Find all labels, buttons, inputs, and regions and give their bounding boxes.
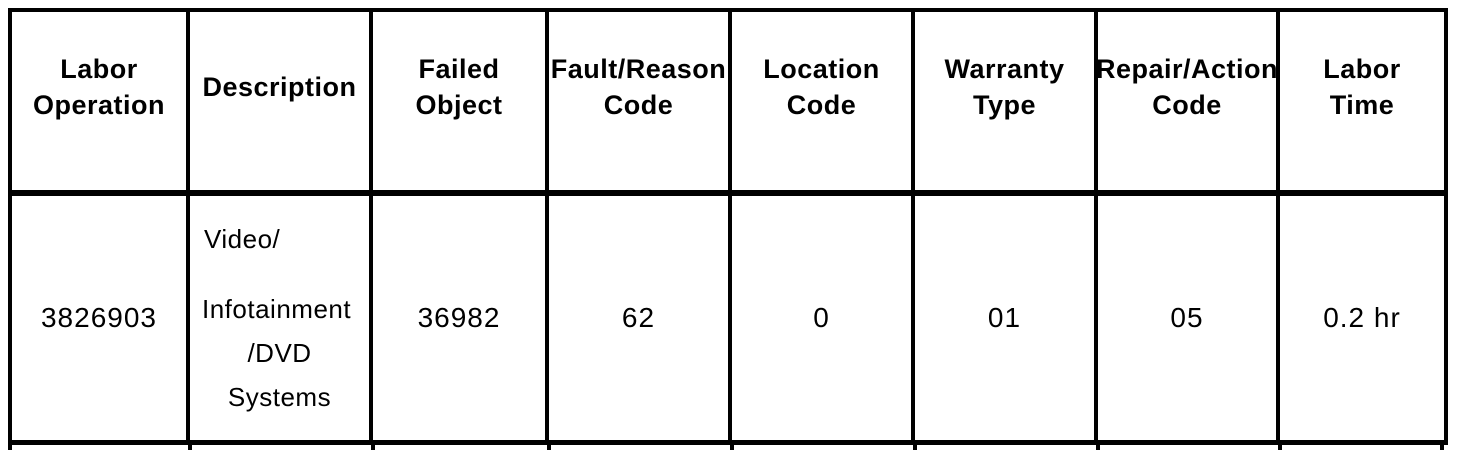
- scan-tick: [1440, 445, 1444, 450]
- cell-repair-action-code: 05: [1098, 196, 1280, 440]
- scan-tick: [730, 445, 734, 450]
- scan-tick: [547, 445, 551, 450]
- cell-description: Video/ Infotainment /DVD Systems: [190, 196, 373, 440]
- cell-fault-reason-code: 62: [549, 196, 732, 440]
- header-cell-fault-reason-code: Fault/Reason Code: [549, 12, 732, 196]
- cell-labor-time: 0.2 hr: [1323, 302, 1401, 333]
- header-cell-description: Description: [190, 12, 373, 196]
- cell-failed-object: 36982: [373, 196, 549, 440]
- scan-tick: [1278, 445, 1282, 450]
- header-cell-labor-operation: Labor Operation: [12, 12, 190, 196]
- header-cell-repair-action-code: Repair/Action Code: [1098, 12, 1280, 196]
- scan-tick: [188, 445, 192, 450]
- description-line: Video/: [204, 224, 281, 254]
- header-cell-location-code: Location Code: [732, 12, 915, 196]
- cell-location-code: 0: [732, 196, 915, 440]
- cell-warranty-type: 01: [915, 196, 1098, 440]
- scan-tick: [371, 445, 375, 450]
- scan-tick: [1096, 445, 1100, 450]
- header-cell-failed-object: Failed Object: [373, 12, 549, 196]
- description-line: Infotainment: [202, 294, 352, 324]
- cell-labor-operation: 3826903: [12, 196, 190, 440]
- scan-tick: [8, 445, 12, 450]
- warranty-labor-table: Labor Operation Description Failed Objec…: [8, 8, 1448, 445]
- header-cell-labor-time: Labor Time: [1280, 12, 1444, 196]
- description-line: Systems: [227, 382, 332, 412]
- header-cell-warranty-type: Warranty Type: [915, 12, 1098, 196]
- description-line: /DVD: [247, 338, 312, 368]
- scan-tick: [913, 445, 917, 450]
